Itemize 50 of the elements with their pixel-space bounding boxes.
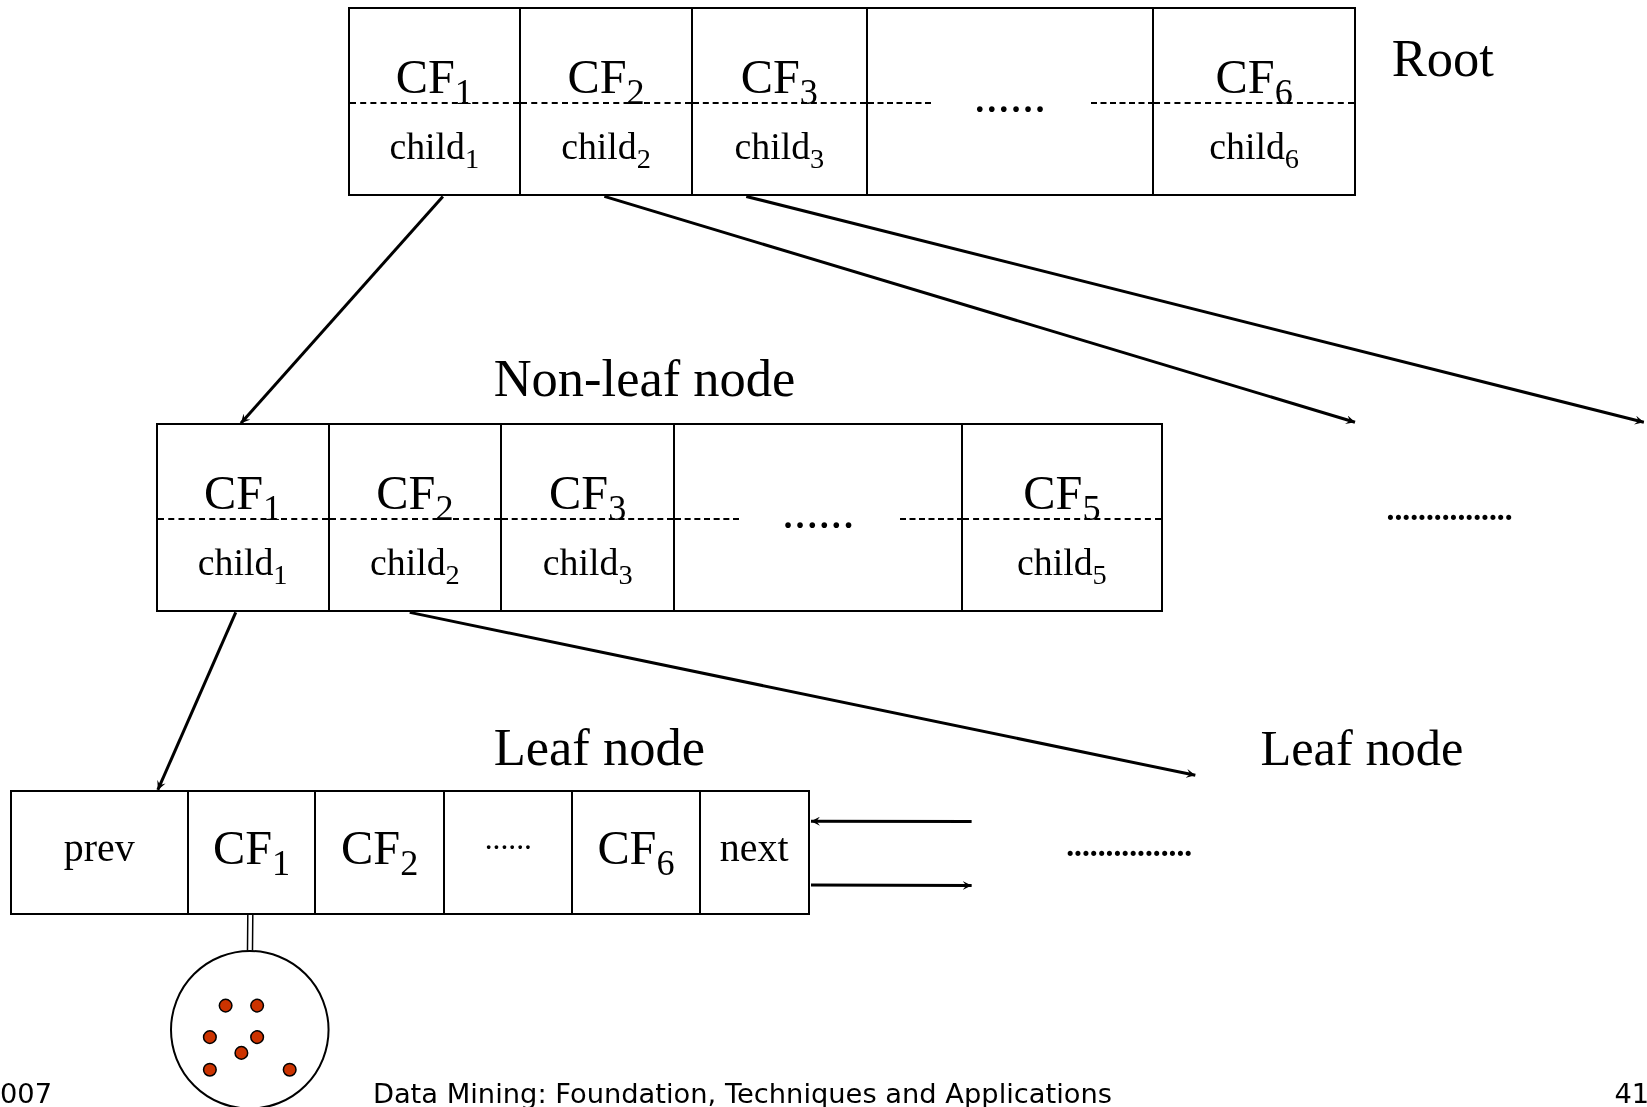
child-pointer-label: child$_{3}$ — [734, 128, 825, 167]
cf-entry-cell — [187, 789, 317, 915]
arrow — [156, 611, 238, 791]
cf-entry-cell — [698, 789, 810, 915]
double-connector-line — [246, 914, 254, 952]
ellipsis-text: ...... — [973, 71, 1047, 121]
child-pointer-label: child$_{2}$ — [370, 544, 460, 582]
cf-entry-cell — [691, 7, 868, 197]
footer-text: 007 — [0, 1079, 53, 1107]
cf-entry-cell — [571, 789, 701, 915]
cf-entry-cell — [327, 423, 502, 613]
arrow — [811, 816, 972, 826]
ellipsis-text: ................ — [1386, 493, 1513, 526]
node-title: Non-leaf node — [493, 351, 796, 405]
child-pointer-label: child$_{2}$ — [561, 128, 651, 167]
cf-entry-cell — [673, 423, 964, 613]
pointer-label: prev — [63, 828, 135, 869]
child-pointer-label: child$_{6}$ — [1209, 128, 1300, 167]
arrow — [810, 880, 972, 890]
cf-entry-cell — [865, 7, 1155, 197]
cf-entry-cell — [961, 423, 1163, 613]
node-title: Root — [1391, 31, 1494, 84]
cf-label: CF$_{1}$ — [212, 824, 291, 873]
node-title: Leaf node — [1260, 722, 1464, 774]
arrow — [409, 610, 1196, 778]
cf-entry-cell — [155, 423, 330, 613]
child-pointer-label: child$_{1}$ — [197, 544, 288, 582]
cf-entry-cell — [443, 789, 574, 915]
cf-entry-cell — [347, 7, 521, 197]
ellipsis-text: ................ — [1066, 829, 1193, 862]
cf-entry-cell — [518, 7, 694, 197]
cf-entry-cell — [9, 789, 189, 915]
pointer-label: next — [719, 828, 789, 869]
page-number: 41 — [1614, 1079, 1647, 1107]
node-title: Leaf node — [493, 720, 705, 774]
cf-entry-cell — [500, 423, 676, 613]
child-pointer-label: child$_{3}$ — [542, 544, 633, 582]
cf-label: CF$_{2}$ — [341, 824, 419, 873]
arrow — [603, 195, 1356, 424]
cf-label: CF$_{6}$ — [597, 824, 675, 873]
ellipsis-text: ...... — [484, 822, 532, 855]
child-pointer-label: child$_{1}$ — [389, 128, 480, 167]
arrow — [239, 195, 444, 425]
cf-entry-cell — [314, 789, 446, 915]
child-pointer-label: child$_{5}$ — [1017, 544, 1107, 582]
arrow — [745, 194, 1645, 425]
point-cluster-drawing — [169, 948, 331, 1107]
ellipsis-text: ...... — [782, 487, 855, 536]
cf-entry-cell — [1152, 7, 1356, 197]
cf-label: CF$_{6}$ — [1215, 53, 1293, 102]
